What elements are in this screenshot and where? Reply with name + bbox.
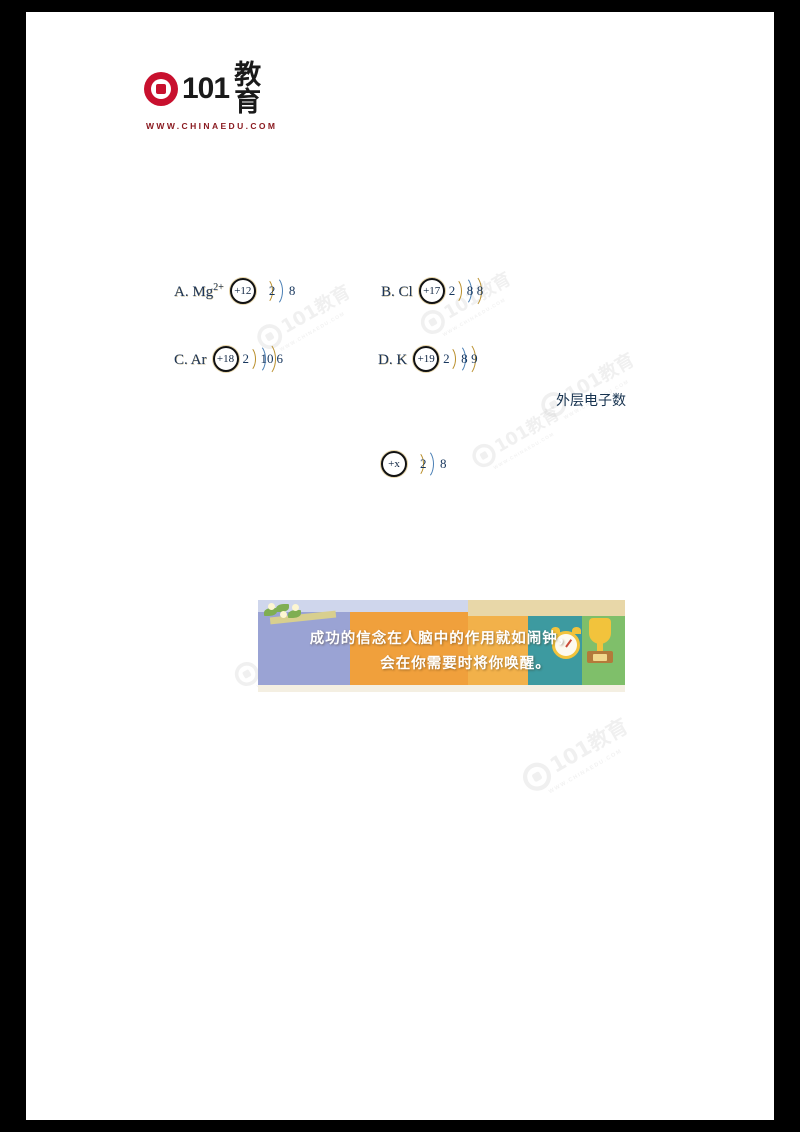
option-c-shell-3: 6 <box>276 351 284 366</box>
banner-panel-orange <box>350 600 468 692</box>
banner-top-strip-secondary <box>468 600 625 616</box>
watermark-url: WWW.CHINAEDU.COM <box>492 431 556 471</box>
option-a-atom-diagram: +12 2 8 <box>229 274 295 308</box>
option-b-shell-3: 8 <box>476 283 484 298</box>
logo-url: WWW.CHINAEDU.COM <box>146 120 278 131</box>
option-a-element: A. Mg <box>174 283 214 300</box>
option-a-shell-1: 2 <box>268 283 276 298</box>
watermark-row: 101教育 <box>468 403 564 472</box>
trophy-stem <box>597 643 603 652</box>
option-d[interactable]: D. K +19 2 8 9 <box>378 342 478 376</box>
clock-bell-left <box>551 627 560 634</box>
flower-bouquet-icon <box>260 602 344 628</box>
shell-arc-icon <box>416 449 434 479</box>
watermark-row: 101教育 <box>517 713 634 796</box>
option-d-element: D. K <box>378 351 408 368</box>
watermark: 101教育 WWW.CHINAEDU.COM <box>517 713 638 803</box>
trophy-plate <box>593 654 607 661</box>
quote-text-block: 成功的信念在人脑中的作用就如闹钟， 会在你需要时将你唤醒。 <box>258 600 625 692</box>
center-atom-shell-2: 8 <box>440 456 447 471</box>
quote-line-2: 会在你需要时将你唤醒。 <box>380 656 551 672</box>
watermark-text: 101教育 <box>491 403 564 457</box>
shell-arc-icon <box>265 276 283 306</box>
option-c-shell-1: 2 <box>242 351 250 366</box>
option-a-shell-2: 8 <box>288 283 296 298</box>
flower-bud-icon <box>292 604 299 611</box>
trophy-cup <box>589 618 611 644</box>
fragment-outer-shell-electrons: 外层电子数 <box>556 393 626 409</box>
option-b-label: B. Cl <box>381 282 413 301</box>
center-atom-diagram: +x 2 8 <box>381 447 447 481</box>
clock-bell-right <box>572 627 581 634</box>
option-b[interactable]: B. Cl +17 2 8 8 <box>381 274 483 308</box>
option-d-nucleus: +19 <box>413 346 440 372</box>
option-b-element: B. Cl <box>381 283 413 300</box>
watermark-logo-icon <box>468 439 500 472</box>
shell-arc-icon <box>456 342 477 376</box>
option-d-atom-diagram: +19 2 8 9 <box>413 342 478 376</box>
flower-bud-icon <box>280 611 287 618</box>
option-a[interactable]: A. Mg2+ +12 2 8 <box>174 274 295 308</box>
worksheet-sheet: 101 教育 WWW.CHINAEDU.COM 101教育 WWW.CHINAE… <box>26 12 774 1120</box>
option-b-shell-1: 2 <box>448 283 456 298</box>
watermark-text: 101教育 <box>545 714 633 779</box>
watermark-url: WWW.CHINAEDU.COM <box>547 747 624 795</box>
quote-line-1: 成功的信念在人脑中的作用就如闹钟， <box>309 631 574 647</box>
option-d-label: D. K <box>378 350 407 369</box>
watermark-logo-icon <box>517 757 557 796</box>
option-a-label: A. Mg2+ <box>174 282 224 301</box>
option-b-nucleus: +17 <box>418 278 445 304</box>
banner-bottom-strip <box>258 685 625 692</box>
option-c[interactable]: C. Ar +18 2 10 6 <box>174 342 283 376</box>
site-logo: 101 教育 WWW.CHINAEDU.COM <box>144 62 284 131</box>
center-atom: +x 2 8 <box>381 447 447 481</box>
option-c-label: C. Ar <box>174 350 207 369</box>
shell-arc-icon <box>256 342 276 376</box>
watermark-row: 101教育 <box>536 348 639 422</box>
option-c-shell-2: 10 <box>260 351 274 366</box>
option-b-atom-diagram: +17 2 8 8 <box>418 274 483 308</box>
option-a-charge: 2+ <box>213 281 224 293</box>
leaf-icon <box>288 610 301 618</box>
option-c-nucleus: +18 <box>212 346 239 372</box>
alarm-clock-icon <box>549 627 583 662</box>
watermark-url: WWW.CHINAEDU.COM <box>278 310 346 353</box>
motivational-quote-banner: 成功的信念在人脑中的作用就如闹钟， 会在你需要时将你唤醒。 <box>258 600 625 692</box>
option-d-shell-3: 9 <box>471 351 478 366</box>
watermark: 101教育 WWW.CHINAEDU.COM <box>536 348 643 428</box>
logo-chinese-name: 教育 <box>234 59 262 118</box>
option-c-element: C. Ar <box>174 351 207 368</box>
option-b-shell-2: 8 <box>466 283 474 298</box>
option-c-atom-diagram: +18 2 10 6 <box>212 342 283 376</box>
logo-mark-icon <box>144 71 178 106</box>
trophy-icon <box>585 614 615 664</box>
logo-row: 101 教育 <box>144 62 284 116</box>
option-d-shell-2: 8 <box>461 351 468 366</box>
watermark: 101教育 WWW.CHINAEDU.COM <box>468 403 567 478</box>
center-atom-nucleus: +x <box>381 451 407 477</box>
option-a-nucleus: +12 <box>229 278 256 304</box>
center-atom-shell-1: 2 <box>420 456 427 471</box>
option-d-shell-1: 2 <box>443 351 450 366</box>
watermark-logo-icon <box>416 305 450 339</box>
logo-digits: 101 <box>182 71 230 105</box>
flower-bud-icon <box>268 603 275 610</box>
shell-arc-icon <box>462 274 482 308</box>
leaf-icon <box>276 604 289 612</box>
leaf-icon <box>264 608 277 616</box>
